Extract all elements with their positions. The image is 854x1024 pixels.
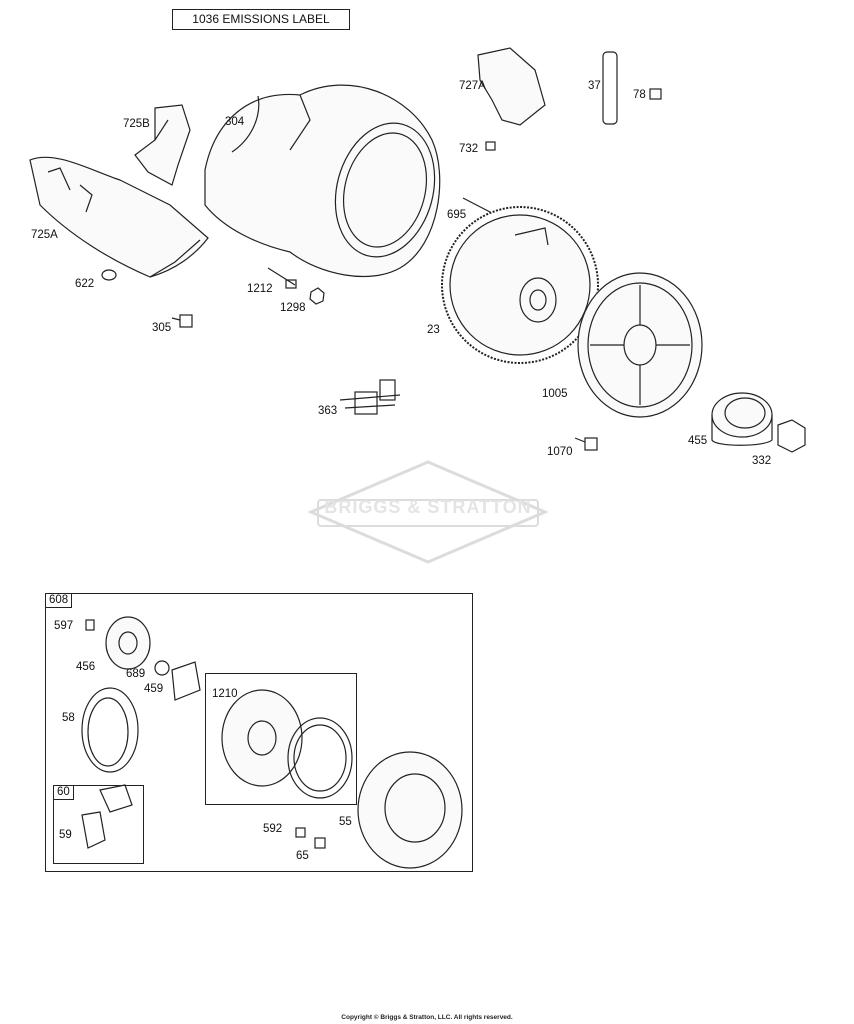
flywheel-23 (441, 206, 599, 364)
callout-37: 37 (588, 80, 601, 92)
callout-332: 332 (752, 455, 772, 467)
callout-304: 304 (225, 116, 245, 128)
bolt-1070 (574, 437, 598, 451)
callout-622: 622 (75, 278, 95, 290)
pulley-1210 (221, 689, 303, 787)
callout-363: 363 (318, 405, 338, 417)
copyright-notice: Copyright © Briggs & Stratton, LLC. All … (341, 1014, 513, 1021)
housing-55 (357, 751, 463, 869)
armature-363 (339, 379, 401, 415)
spring-coil (287, 717, 353, 799)
callout-695: 695 (447, 209, 467, 221)
callout-1005: 1005 (542, 388, 568, 400)
fan-1005 (577, 272, 703, 418)
callout-58: 58 (62, 712, 75, 724)
stud-1212 (267, 267, 297, 289)
nut-78 (649, 88, 662, 100)
inset-box-608 (45, 593, 473, 872)
blower-housing-304 (204, 84, 441, 278)
bracket-727a (477, 47, 546, 126)
bolt-305 (171, 314, 193, 328)
spring-58 (81, 687, 139, 773)
callout-1212: 1212 (247, 283, 273, 295)
inset-parts (81, 616, 463, 869)
grip-59 (81, 811, 106, 849)
callout-55: 55 (339, 816, 352, 828)
callout-597: 597 (54, 620, 74, 632)
nut-1298 (309, 287, 325, 305)
callout-455: 455 (688, 435, 708, 447)
sub-tag-60: 60 (53, 785, 74, 800)
callout-725b: 725B (123, 118, 150, 130)
pawl-plate-456 (105, 616, 151, 670)
bracket-725b (134, 104, 191, 186)
nut-332 (777, 419, 806, 453)
callout-732: 732 (459, 143, 479, 155)
callout-459: 459 (144, 683, 164, 695)
bolt-65 (314, 837, 326, 849)
handle-60 (99, 784, 133, 813)
brand-watermark-logo (307, 460, 549, 564)
callout-1070: 1070 (547, 446, 573, 458)
inset-tag-608: 608 (45, 593, 73, 608)
ring-689 (154, 660, 170, 676)
callout-456: 456 (76, 661, 96, 673)
plate-37 (602, 51, 618, 125)
emissions-label-callout: 1036 EMISSIONS LABEL (172, 9, 350, 30)
callout-65: 65 (296, 850, 309, 862)
callout-23: 23 (427, 324, 440, 336)
callout-689: 689 (126, 668, 146, 680)
brand-watermark-text: BRIGGS & STRATTON (324, 497, 532, 517)
sub-box-1210 (205, 673, 357, 805)
callout-725a: 725A (31, 229, 58, 241)
shroud-725a (29, 156, 209, 278)
callout-78: 78 (633, 89, 646, 101)
cup-455 (711, 392, 773, 446)
callout-305: 305 (152, 322, 172, 334)
callout-592: 592 (263, 823, 283, 835)
screw-695 (462, 197, 491, 213)
washer-622 (101, 269, 117, 281)
callout-1298: 1298 (280, 302, 306, 314)
bolt-597 (85, 619, 95, 631)
callout-727a: 727A (459, 80, 486, 92)
sub-box-60 (53, 785, 144, 864)
callout-59: 59 (59, 829, 72, 841)
washer-592 (295, 827, 306, 838)
pawl-459 (171, 661, 201, 701)
callout-1210: 1210 (212, 688, 238, 700)
screw-732 (485, 141, 496, 151)
